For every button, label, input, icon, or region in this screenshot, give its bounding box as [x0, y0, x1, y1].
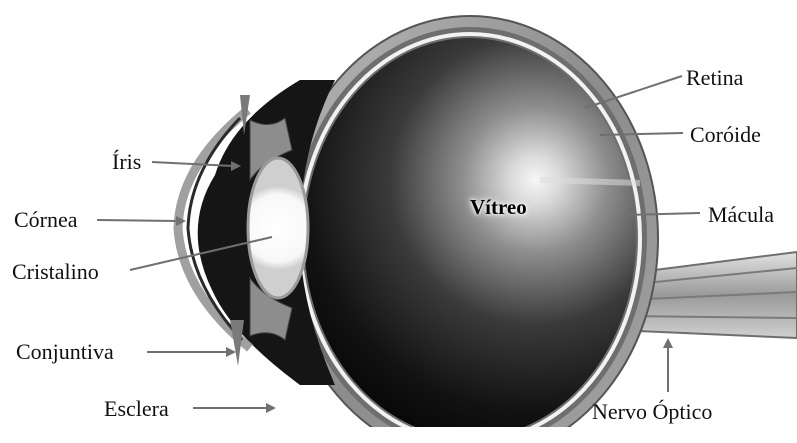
arrowhead-nervo-optico [663, 338, 673, 348]
label-conjuntiva: Conjuntiva [16, 341, 114, 363]
label-cristalino: Cristalino [12, 261, 99, 283]
label-macula: Mácula [708, 204, 774, 226]
label-coroide: Coróide [690, 124, 761, 146]
label-cornea: Córnea [14, 209, 78, 231]
label-vitreo: Vítreo [470, 197, 527, 218]
arrowhead-esclera [266, 403, 276, 413]
label-esclera: Esclera [104, 398, 169, 420]
label-iris: Íris [112, 151, 141, 173]
crystalline-lens [248, 158, 308, 298]
label-nervo-optico: Nervo Óptico [592, 401, 712, 423]
arrowhead-conjuntiva [226, 347, 236, 357]
label-retina: Retina [686, 67, 743, 89]
vitreous-body [304, 38, 636, 438]
leader-line-cornea [97, 220, 178, 221]
